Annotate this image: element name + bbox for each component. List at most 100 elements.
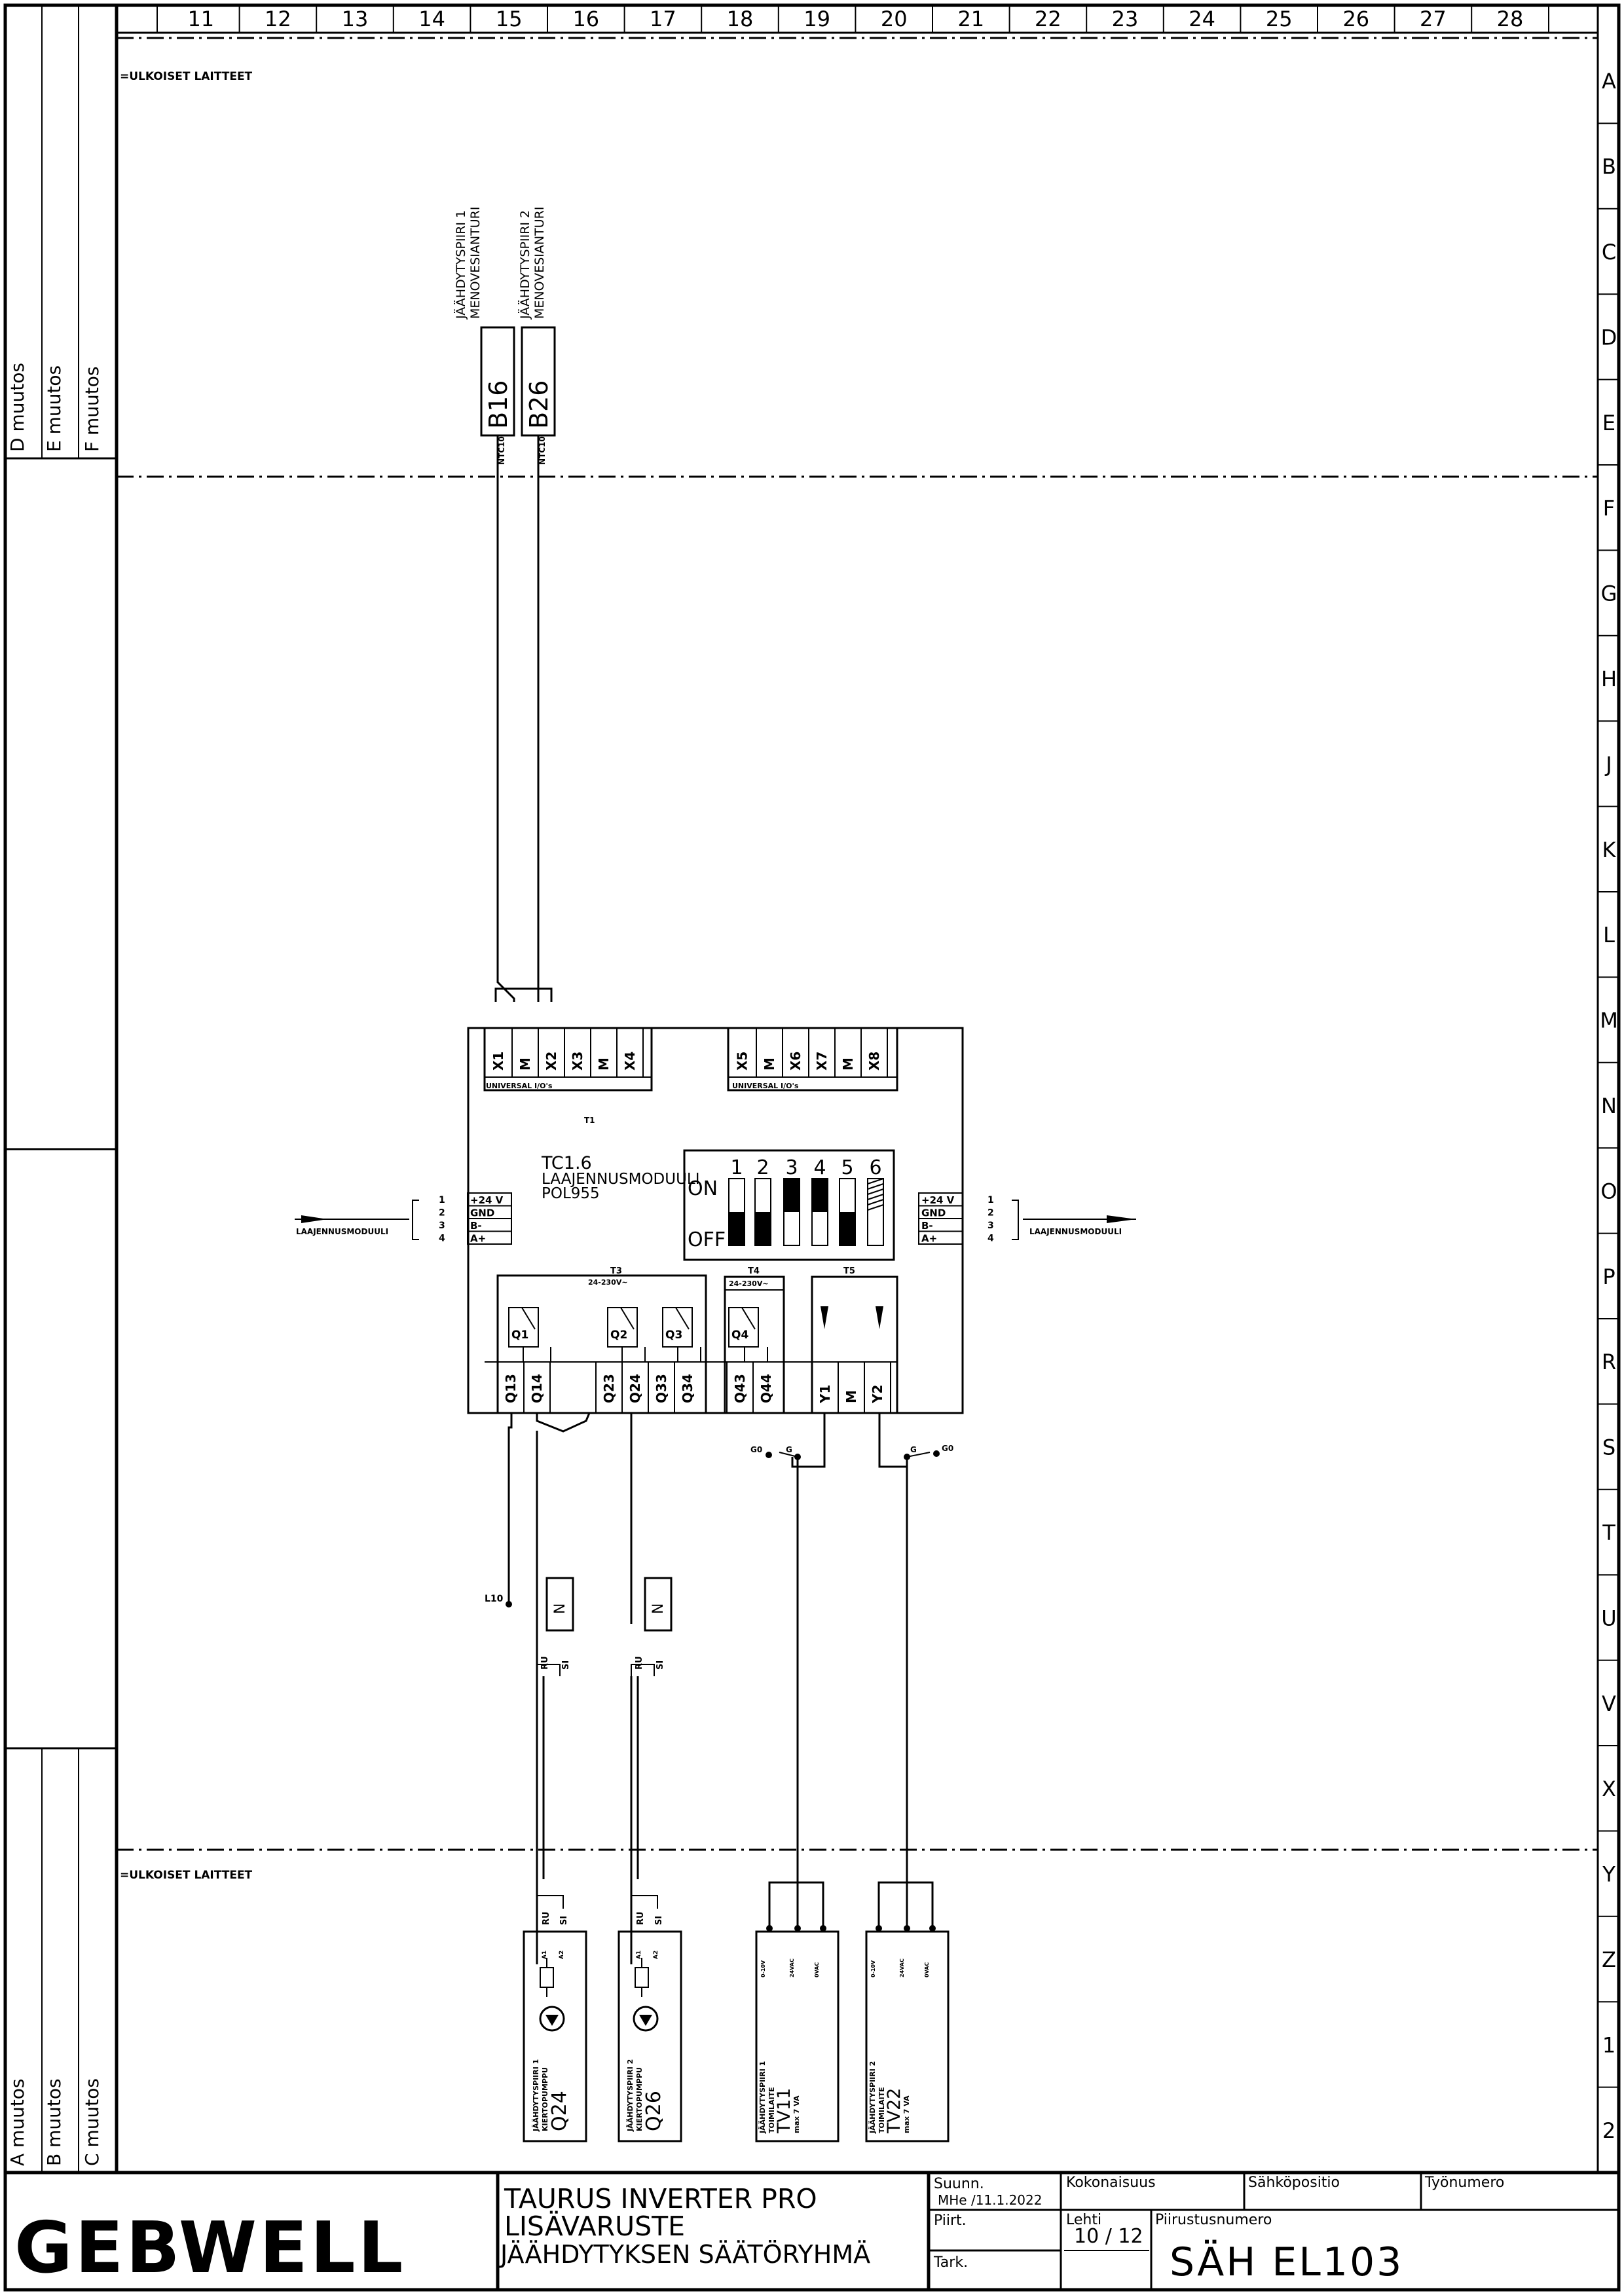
dip-on-label: ON bbox=[688, 1177, 718, 1200]
ru-label-2: RU bbox=[635, 1656, 644, 1670]
pump-q24-a2: A2 bbox=[559, 1951, 565, 1959]
bus-number: 3 bbox=[987, 1221, 994, 1231]
valve-tv22-term1: 0-10V bbox=[870, 1960, 876, 1977]
row-letter: D bbox=[1601, 325, 1617, 350]
terminal-label: X4 bbox=[622, 1052, 638, 1071]
column-number: 18 bbox=[727, 7, 754, 31]
l10-label: L10 bbox=[485, 1594, 504, 1604]
terminal-label: M bbox=[596, 1057, 612, 1071]
sensor-b26-desc2: MENOVESIANTURI bbox=[532, 207, 547, 319]
external-devices-label-top: =ULKOISET LAITTEET bbox=[120, 70, 253, 83]
pump-q24-desc1: JÄÄHDYTYSPIIRI 1 bbox=[531, 2059, 540, 2132]
drawn-by-label: Piirt. bbox=[934, 2212, 967, 2229]
output-terminal-label: Q14 bbox=[529, 1374, 545, 1403]
pump-q24-a1: A1 bbox=[542, 1951, 548, 1959]
pump-q26-a2: A2 bbox=[653, 1951, 659, 1959]
g-label-1: G bbox=[786, 1445, 792, 1454]
revision-label-f: F muutos bbox=[81, 367, 103, 452]
bus-terminal: B- bbox=[921, 1220, 933, 1232]
dip-number: 1 bbox=[730, 1156, 743, 1179]
row-letter: L bbox=[1603, 923, 1615, 947]
column-number: 25 bbox=[1266, 7, 1293, 31]
output-terminal-label: M bbox=[843, 1390, 859, 1403]
universal-io-label-b: UNIVERSAL I/O's bbox=[732, 1082, 799, 1090]
valve-tv22-desc3: max 7 VA bbox=[902, 2095, 911, 2133]
g-label-2: G bbox=[910, 1445, 917, 1454]
entirety-label: Kokonaisuus bbox=[1066, 2175, 1156, 2191]
bus-line-right: LAAJENNUSMODUULI bbox=[1012, 1200, 1136, 1240]
pump-q24[interactable]: RU SI A1 A2 JÄÄHDYTYSPIIRI 1 KIERTOPUMPP… bbox=[523, 1895, 587, 2142]
row-letter: O bbox=[1600, 1179, 1617, 1203]
sensor-b26[interactable]: JÄÄHDYTYSPIIRI 2 MENOVESIANTURI B26 NTC1… bbox=[517, 207, 556, 465]
bus-terminal: GND bbox=[921, 1207, 946, 1219]
valve-tv22[interactable]: 0-10V 24VAC 0VAC JÄÄHDYTYSPIIRI 2 TOIMIL… bbox=[865, 1925, 950, 2142]
t5-label: T5 bbox=[843, 1266, 855, 1276]
title-line-3: JÄÄHDYTYKSEN SÄÄTÖRYHMÄ bbox=[499, 2240, 870, 2269]
pump-q24-ru: RU bbox=[542, 1911, 551, 1925]
bus-label-left: LAAJENNUSMODUULI bbox=[296, 1227, 388, 1236]
pump-q24-si: SI bbox=[559, 1916, 569, 1925]
dip-off-label: OFF bbox=[688, 1228, 726, 1251]
output-indicator-y1 bbox=[821, 1306, 828, 1329]
terminal-label: X5 bbox=[735, 1052, 750, 1071]
column-number: 12 bbox=[265, 7, 291, 31]
revision-label-a: A muutos bbox=[7, 2078, 28, 2166]
sensor-b16[interactable]: JÄÄHDYTYSPIIRI 1 MENOVESIANTURI B16 NTC1… bbox=[453, 207, 515, 465]
column-number: 16 bbox=[572, 7, 599, 31]
column-number: 20 bbox=[881, 7, 908, 31]
valve-tv22-term3: 0VAC bbox=[924, 1962, 930, 1977]
output-terminal-label: Q24 bbox=[627, 1374, 643, 1403]
work-number-label: Työnumero bbox=[1424, 2175, 1504, 2191]
neutral-terminal-1[interactable]: N RU SI bbox=[540, 1577, 574, 1670]
neutral-terminal-2[interactable]: N RU SI bbox=[635, 1577, 673, 1670]
pump-q26-tag: Q26 bbox=[642, 2091, 665, 2131]
module-title-1: TC1.6 bbox=[541, 1153, 592, 1173]
column-number: 14 bbox=[418, 7, 445, 31]
designed-by-value: MHe /11.1.2022 bbox=[938, 2192, 1042, 2208]
bus-line-left: LAAJENNUSMODUULI bbox=[295, 1200, 419, 1240]
column-number: 21 bbox=[957, 7, 984, 31]
sheet-frame bbox=[3, 3, 1621, 2292]
terminal-label: M bbox=[762, 1057, 777, 1071]
company-logo: GEBWELL bbox=[14, 2207, 405, 2289]
dip-switch-6[interactable] bbox=[867, 1178, 884, 1246]
dip-number: 2 bbox=[756, 1156, 769, 1179]
valve-tv11[interactable]: 0-10V 24VAC 0VAC JÄÄHDYTYSPIIRI 1 TOIMIL… bbox=[755, 1925, 840, 2142]
dip-number: 3 bbox=[785, 1156, 798, 1179]
terminal-label: X8 bbox=[866, 1052, 882, 1071]
valve-tv11-term3: 0VAC bbox=[814, 1962, 820, 1977]
pump-q24-tag: Q24 bbox=[548, 2091, 571, 2131]
valve-tv11-desc3: max 7 VA bbox=[792, 2095, 801, 2133]
t4-voltage: 24-230V~ bbox=[729, 1279, 769, 1288]
pump-q26[interactable]: RU SI A1 A2 JÄÄHDYTYSPIIRI 2 KIERTOPUMPP… bbox=[618, 1895, 682, 2142]
row-letter: A bbox=[1602, 69, 1616, 94]
terminal-label: X6 bbox=[788, 1052, 803, 1071]
row-letter: X bbox=[1602, 1776, 1616, 1801]
external-devices-label-bottom: =ULKOISET LAITTEET bbox=[120, 1869, 253, 1882]
bus-terminal: A+ bbox=[921, 1233, 937, 1245]
column-number: 28 bbox=[1497, 7, 1524, 31]
revision-label-c: C muutos bbox=[81, 2078, 103, 2166]
terminal-label: M bbox=[840, 1057, 856, 1071]
bus-number: 4 bbox=[439, 1234, 445, 1244]
pump-q26-si: SI bbox=[654, 1916, 664, 1925]
valve-tv11-desc1: JÄÄHDYTYSPIIRI 1 bbox=[758, 2061, 767, 2134]
g0-label-1: G0 bbox=[750, 1445, 762, 1454]
t4-label: T4 bbox=[748, 1266, 760, 1276]
output-terminal-label: Q44 bbox=[758, 1374, 774, 1403]
relay-label: Q3 bbox=[665, 1329, 682, 1342]
row-letter: M bbox=[1600, 1008, 1618, 1033]
dip-number: 4 bbox=[813, 1156, 826, 1179]
row-letter: P bbox=[1602, 1264, 1615, 1289]
valve-tv22-term2: 24VAC bbox=[899, 1958, 905, 1977]
valve-tv22-tag: TV22 bbox=[884, 2088, 904, 2134]
valve-tv11-desc2: TOIMILAITE bbox=[767, 2087, 776, 2133]
column-number: 23 bbox=[1112, 7, 1139, 31]
sensor-b26-tag: B26 bbox=[525, 380, 553, 429]
bus-terminal: GND bbox=[470, 1207, 494, 1219]
